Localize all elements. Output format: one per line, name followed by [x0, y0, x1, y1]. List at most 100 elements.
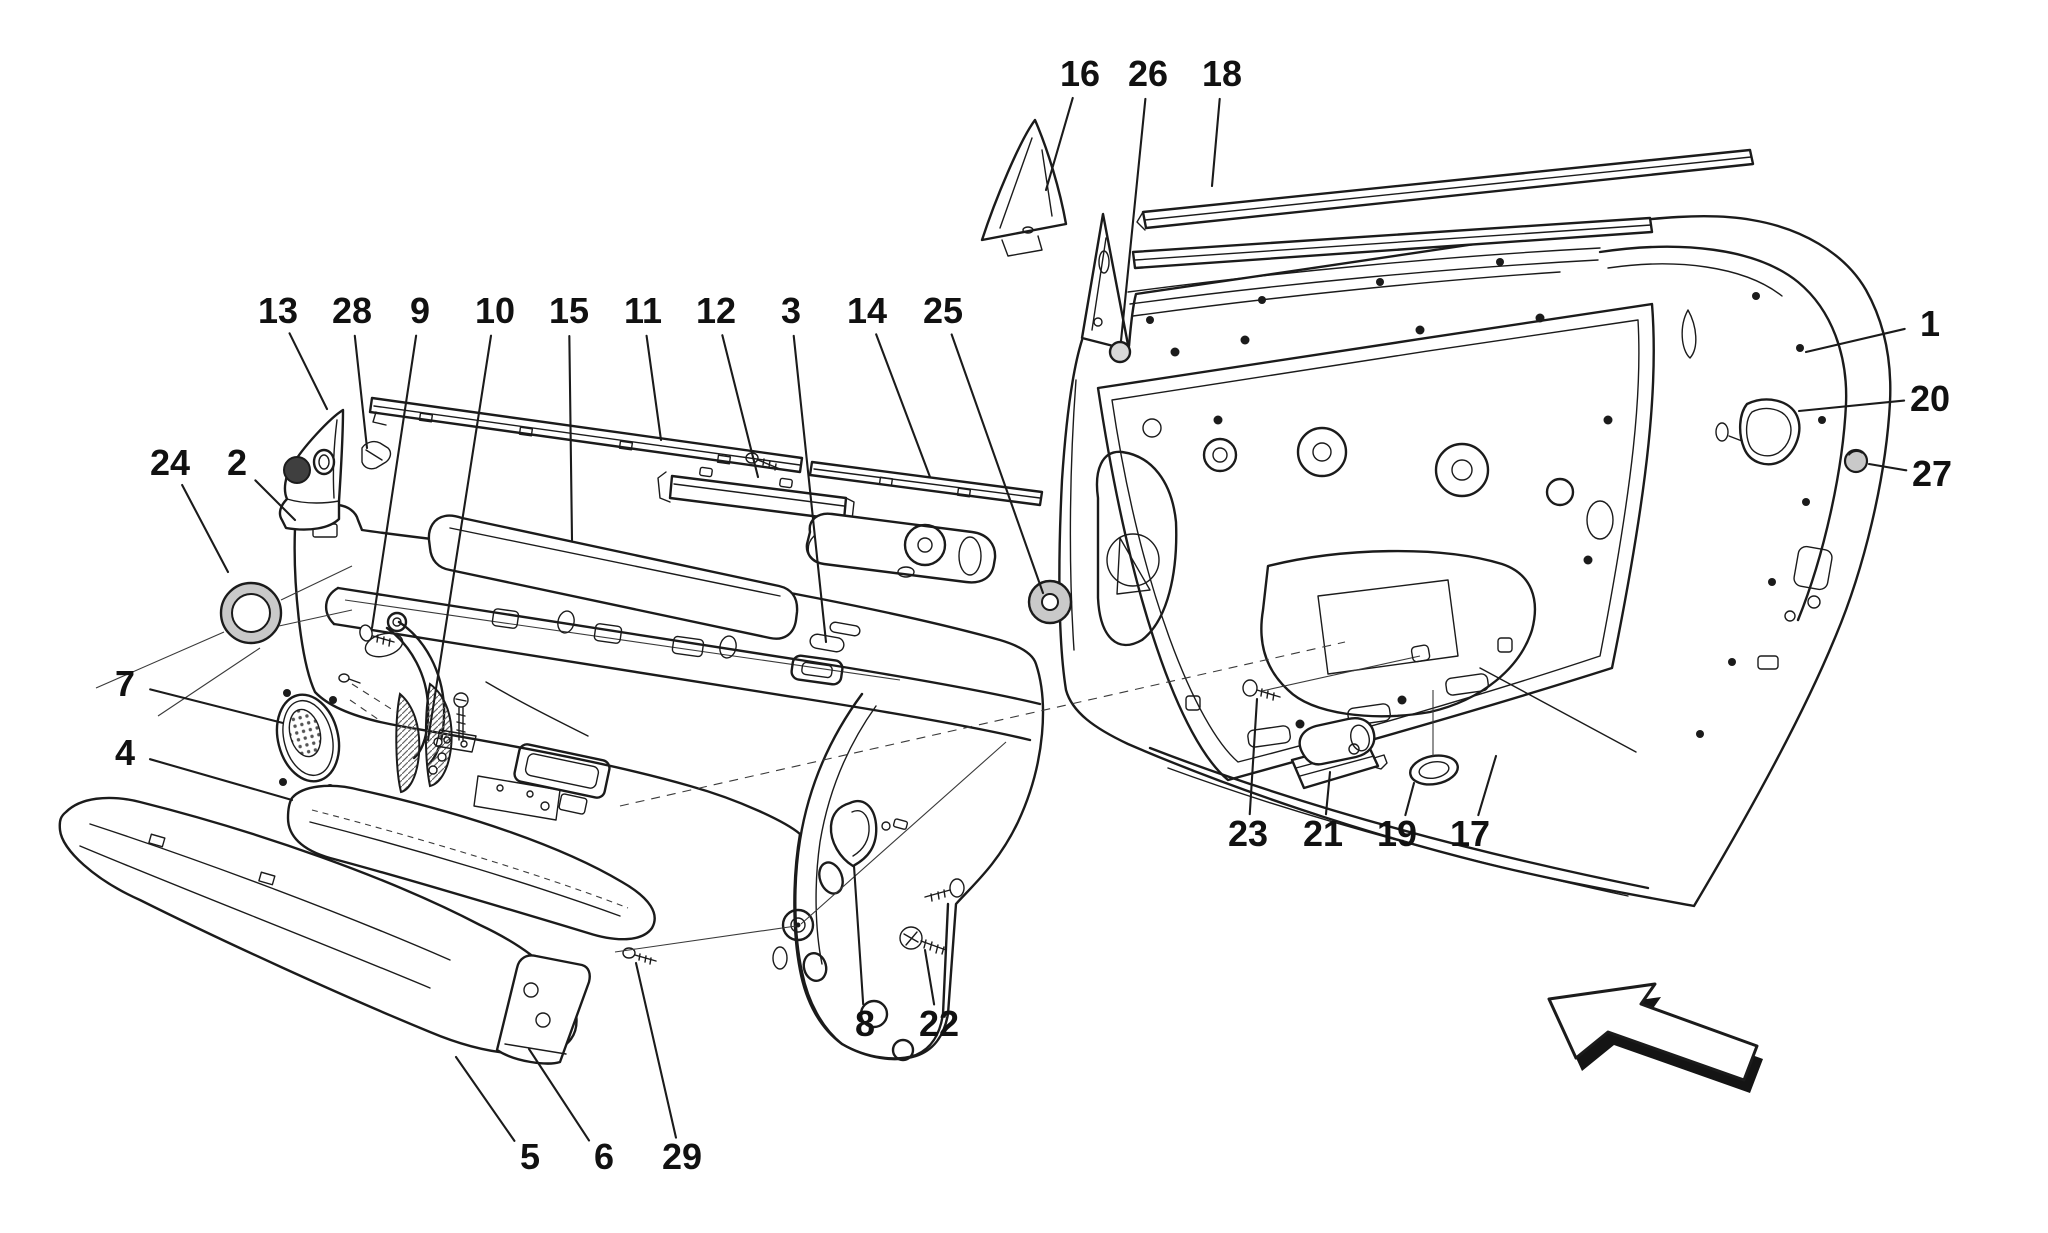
- callout-leader-19: [1404, 781, 1416, 817]
- callout-leader-17: [1477, 754, 1498, 817]
- door-trim-panel-assembly: [58, 396, 1346, 1065]
- callout-leader-29: [634, 961, 678, 1139]
- insert-backing-tube: [805, 512, 997, 584]
- window-frame-inner-arc: [1598, 245, 1848, 622]
- courtesy-lamp-21: [1290, 717, 1388, 790]
- door-sill-edge2: [1167, 767, 1629, 897]
- screw-9: [359, 624, 373, 642]
- frame-rivets: [1146, 258, 1826, 738]
- screw-face-upper: [949, 878, 965, 898]
- callout-label-4: 4: [115, 732, 135, 773]
- screw-vertical: [453, 692, 469, 708]
- end-bracket-6: [495, 954, 591, 1065]
- callout-leader-14: [875, 333, 932, 479]
- callout-leader-7: [149, 688, 285, 725]
- window-frame-inner-arc2: [1607, 263, 1783, 297]
- callout-label-18: 18: [1202, 53, 1242, 94]
- callout-label-20: 20: [1910, 378, 1950, 419]
- callout-label-24: 24: [150, 442, 190, 483]
- small-parts-under-door: [1261, 644, 1459, 790]
- door-inner-panel-flange: [1111, 319, 1640, 763]
- mirror-triangle-13: [278, 408, 345, 531]
- callout-leader-10: [426, 334, 493, 742]
- screw-hole-target: [1410, 644, 1431, 663]
- callout-leader-13: [288, 332, 329, 411]
- gasket-ring-24: [95, 565, 353, 717]
- frame-teardrop-hole: [1681, 309, 1697, 359]
- callout-label-12: 12: [696, 290, 736, 331]
- callout-leader-3: [792, 334, 828, 644]
- callout-leader-21: [1324, 770, 1332, 816]
- callout-label-13: 13: [258, 290, 298, 331]
- callout-label-8: 8: [855, 1003, 875, 1044]
- callout-leader-12: [721, 334, 760, 479]
- fastener-screws: [622, 679, 1281, 965]
- callout-label-17: 17: [1450, 813, 1490, 854]
- callout-label-29: 29: [662, 1136, 702, 1177]
- hole-cap-26: [1108, 340, 1132, 364]
- armrest-band: [325, 586, 1042, 742]
- callout-label-9: 9: [410, 290, 430, 331]
- callout-leader-20: [1797, 399, 1906, 413]
- callout-leader-18: [1210, 97, 1221, 188]
- lock-area-details: [1757, 545, 1833, 670]
- callout-label-6: 6: [594, 1136, 614, 1177]
- upper-trim-strip-11: [368, 396, 804, 474]
- tweeter-speaker-dot: [283, 456, 311, 484]
- panel-face-section: [772, 692, 950, 1062]
- callout-label-19: 19: [1377, 813, 1417, 854]
- door-front-flange-line: [1069, 379, 1077, 651]
- callout-label-22: 22: [919, 1003, 959, 1044]
- callout-leader-8: [852, 864, 865, 1006]
- door-hem-line: [1479, 667, 1637, 753]
- callout-leader-26: [1119, 97, 1147, 343]
- door-inner-panel: [1096, 302, 1655, 782]
- pocket-and-latch-details: [473, 681, 611, 821]
- callout-leader-27: [1867, 462, 1908, 472]
- callout-label-16: 16: [1060, 53, 1100, 94]
- callout-label-1: 1: [1920, 303, 1940, 344]
- callout-label-14: 14: [847, 290, 887, 331]
- door-shell-outline: [1058, 215, 1892, 908]
- callout-leader-9: [370, 334, 418, 630]
- handle-trim-10a: [395, 692, 421, 794]
- round-grommet-25: [1027, 579, 1073, 625]
- callout-label-23: 23: [1228, 813, 1268, 854]
- panel-cutouts: [1095, 313, 1614, 748]
- callout-label-5: 5: [520, 1136, 540, 1177]
- plug-27: [1843, 448, 1869, 474]
- callout-label-26: 26: [1128, 53, 1168, 94]
- callout-leader-25: [950, 333, 1045, 595]
- window-strips-18: [1127, 148, 1755, 317]
- upper-trim-strip-14: [808, 460, 1044, 507]
- callout-label-15: 15: [549, 290, 589, 331]
- callout-label-21: 21: [1303, 813, 1343, 854]
- door-pull-handle: [338, 611, 477, 794]
- callout-leader-24: [181, 483, 230, 574]
- plug-27-highlight: [1848, 450, 1863, 456]
- projection-lines: [614, 641, 1346, 953]
- callout-label-7: 7: [115, 663, 135, 704]
- callout-label-25: 25: [923, 290, 963, 331]
- callout-leader-1: [1804, 327, 1906, 354]
- callout-leader-11: [645, 334, 663, 442]
- callout-label-11: 11: [624, 290, 662, 331]
- callout-label-2: 2: [227, 442, 247, 483]
- oval-grommet-19: [1409, 690, 1459, 786]
- callout-label-27: 27: [1912, 453, 1952, 494]
- callout-leader-5: [454, 1055, 516, 1142]
- screw-23-pointer-line: [1261, 655, 1421, 692]
- callout-leader-28: [353, 334, 369, 450]
- callout-leader-23: [1248, 697, 1259, 816]
- callout-leader-4: [148, 758, 294, 802]
- callout-leader-16: [1044, 96, 1074, 192]
- clip-28: [361, 440, 392, 470]
- callout-leader-6: [527, 1047, 591, 1142]
- speaker-7: [275, 689, 341, 792]
- callout-label-28: 28: [332, 290, 372, 331]
- door-structure-assembly: [1058, 212, 1892, 908]
- screw-23: [1242, 679, 1258, 697]
